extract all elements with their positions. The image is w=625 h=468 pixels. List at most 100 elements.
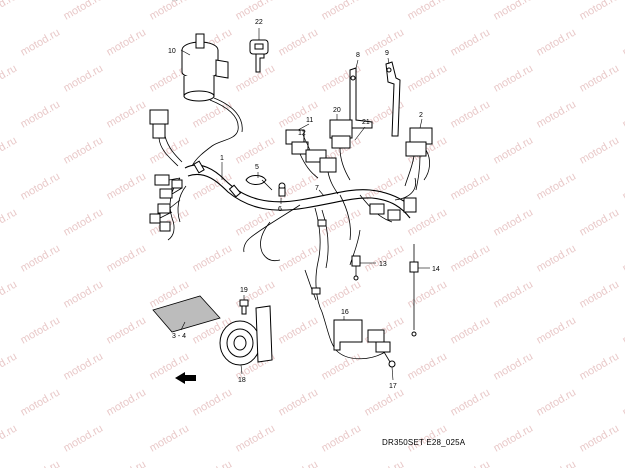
watermark-text: motod.ru [535,170,579,202]
clamp-and-bolt [245,175,286,197]
watermark-text: motod.ru [105,242,149,274]
callout-16: 16 [341,309,349,316]
watermark-text: motod.ru [0,134,19,166]
watermark-text: motod.ru [234,62,278,94]
watermark-text: motod.ru [492,206,536,238]
callout-8: 8 [356,52,360,59]
watermark-text: motod.ru [492,350,536,382]
watermark-text: motod.ru [578,206,622,238]
watermark-text: motod.ru [363,242,407,274]
watermark-text: motod.ru [535,314,579,346]
watermark-text: motod.ru [234,134,278,166]
bracket-9 [385,61,401,137]
watermark-text: motod.ru [406,350,450,382]
switch-13 [351,255,361,281]
watermark-text: motod.ru [62,134,106,166]
watermark-text: motod.ru [277,458,321,468]
watermark-text: motod.ru [19,170,63,202]
watermark-text: motod.ru [0,422,19,454]
watermark-text: motod.ru [148,0,192,23]
diagram-code: DR350SET E28_025A [382,438,466,447]
ignition-key [249,39,269,73]
header-fragment: ... [172,0,178,3]
watermark-text: motod.ru [105,458,149,468]
watermark-text: motod.ru [191,170,235,202]
watermark-text: motod.ru [148,422,192,454]
watermark-text: motod.ru [578,422,622,454]
callout-6: 6 [278,206,282,213]
main-wiring-harness [167,160,417,360]
watermark-text: motod.ru [449,26,493,58]
callout-7: 7 [315,185,319,192]
watermark-text: motod.ru [363,458,407,468]
watermark-text: motod.ru [449,98,493,130]
callout-1: 1 [220,155,224,162]
watermark-text: motod.ru [449,458,493,468]
watermark-text: motod.ru [492,134,536,166]
watermark-text: motod.ru [320,278,364,310]
watermark-text: motod.ru [578,278,622,310]
bracket-16 [333,319,396,368]
callout-10: 10 [168,48,176,55]
watermark-text: motod.ru [492,422,536,454]
watermark-text: motod.ru [535,98,579,130]
watermark-text: motod.ru [62,0,106,23]
watermark-text: motod.ru [535,458,579,468]
watermark-text: motod.ru [19,26,63,58]
watermark-text: motod.ru [19,458,63,468]
callout-2: 2 [419,112,423,119]
watermark-text: motod.ru [19,242,63,274]
watermark-text: motod.ru [105,26,149,58]
relay-20 [329,119,353,181]
left-connector-cluster [149,174,183,232]
watermark-text: motod.ru [320,422,364,454]
watermark-text: motod.ru [578,350,622,382]
watermark-text: motod.ru [62,62,106,94]
watermark-text: motod.ru [191,98,235,130]
watermark-text: motod.ru [19,386,63,418]
callout-13: 13 [379,261,387,268]
watermark-text: motod.ru [234,422,278,454]
watermark-text: motod.ru [449,314,493,346]
watermark-text: motod.ru [320,350,364,382]
watermark-text: motod.ru [277,242,321,274]
watermark-text: motod.ru [105,98,149,130]
watermark-text: motod.ru [62,350,106,382]
watermark-text: motod.ru [621,314,625,346]
watermark-text: motod.ru [621,26,625,58]
watermark-text: motod.ru [492,0,536,23]
watermark-text: motod.ru [578,0,622,23]
watermark-text: motod.ru [19,314,63,346]
watermark-text: motod.ru [406,278,450,310]
watermark-text: motod.ru [449,386,493,418]
watermark-text: motod.ru [277,314,321,346]
callout-5: 5 [255,164,259,171]
watermark-text: motod.ru [0,62,19,94]
watermark-text: motod.ru [62,278,106,310]
watermark-text: motod.ru [191,386,235,418]
watermark-text: motod.ru [406,62,450,94]
leader-lines [180,28,430,381]
pad-3-4 [152,295,221,333]
callout-22: 22 [255,19,263,26]
callout-11: 11 [306,117,313,124]
watermark-text: motod.ru [277,98,321,130]
watermark-text: motod.ru [105,386,149,418]
upper-left-connector [149,109,183,167]
watermark-text: motod.ru [621,170,625,202]
watermark-text: motod.ru [277,386,321,418]
callout-12: 12 [298,130,306,137]
watermark-text: motod.ru [19,98,63,130]
watermark-text: motod.ru [320,62,364,94]
watermark-text: motod.ru [535,386,579,418]
watermark-text: motod.ru [449,242,493,274]
callouts: 10 22 8 9 2 20 11 12 21 1 5 6 7 13 14 16… [168,19,440,390]
watermark-text: motod.ru [0,0,19,23]
front-arrow-icon [175,372,196,384]
watermark-text: motod.ru [578,134,622,166]
watermark-text: motod.ru [0,278,19,310]
watermark-text: motod.ru [148,134,192,166]
watermark-text: motod.ru [406,0,450,23]
